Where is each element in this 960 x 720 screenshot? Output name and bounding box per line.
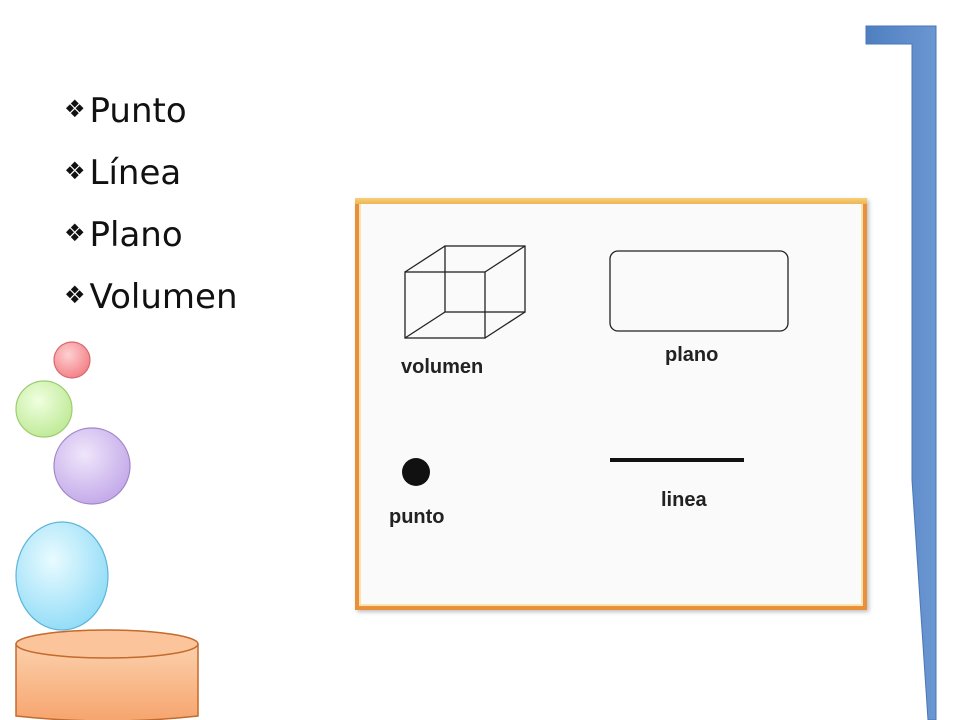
bullet-label: Línea bbox=[89, 153, 182, 193]
cube-wireframe-icon bbox=[404, 245, 526, 339]
bullet-label: Plano bbox=[89, 215, 183, 255]
decorative-shapes bbox=[15, 341, 199, 720]
diamond-cluster-icon: ❖ bbox=[64, 281, 86, 309]
bullet-list: ❖ Punto ❖ Línea ❖ Plano ❖ Volumen bbox=[64, 80, 238, 328]
green-circle bbox=[15, 380, 73, 438]
diamond-cluster-icon: ❖ bbox=[64, 157, 86, 185]
dot-icon bbox=[402, 458, 430, 486]
geometry-figure: volumen plano punto linea bbox=[355, 198, 867, 610]
bullet-item-punto: ❖ Punto bbox=[64, 80, 238, 142]
bullet-item-plano: ❖ Plano bbox=[64, 204, 238, 266]
diamond-cluster-icon: ❖ bbox=[64, 219, 86, 247]
rounded-rectangle-icon bbox=[609, 250, 789, 332]
red-circle bbox=[53, 341, 91, 379]
bullet-label: Punto bbox=[89, 91, 187, 131]
figure-drawing bbox=[402, 245, 789, 486]
label-linea: linea bbox=[661, 489, 707, 511]
bullet-item-volumen: ❖ Volumen bbox=[64, 266, 238, 328]
bullet-label: Volumen bbox=[89, 277, 238, 317]
label-volumen: volumen bbox=[401, 356, 484, 378]
bullet-item-linea: ❖ Línea bbox=[64, 142, 238, 204]
diamond-cluster-icon: ❖ bbox=[64, 95, 86, 123]
label-plano: plano bbox=[665, 344, 719, 366]
blue-ellipse bbox=[15, 521, 109, 631]
label-punto: punto bbox=[389, 506, 445, 528]
purple-circle bbox=[53, 427, 131, 505]
orange-cylinder bbox=[15, 629, 199, 720]
